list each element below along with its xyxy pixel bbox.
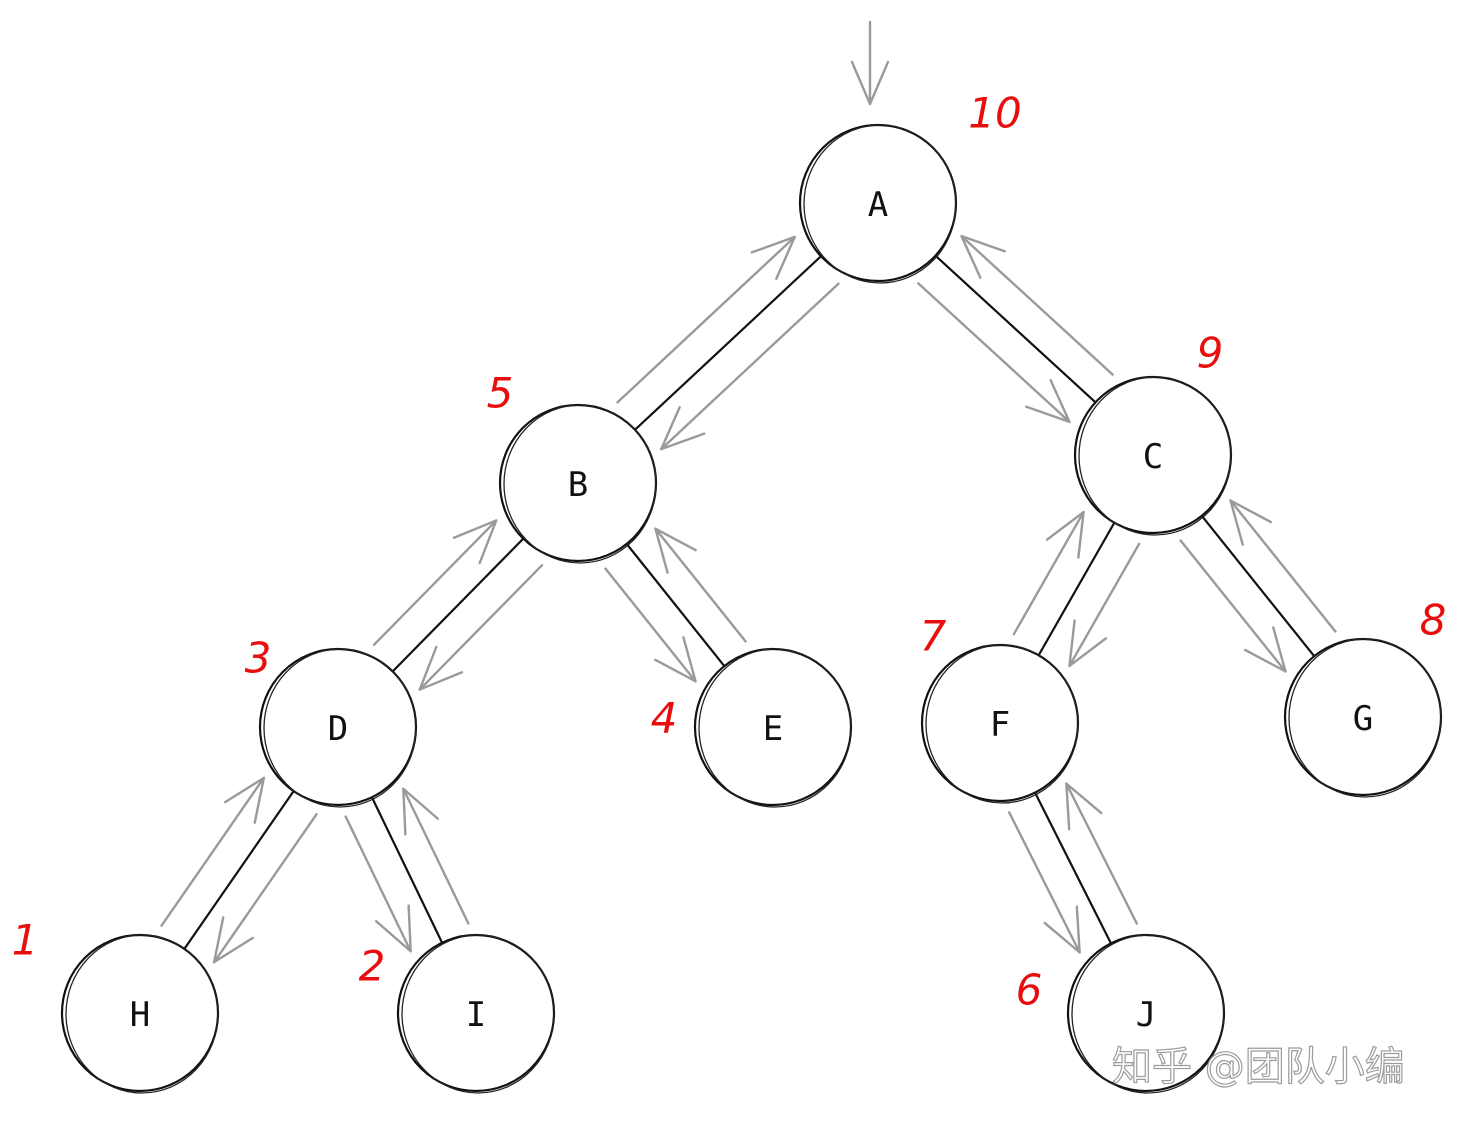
nodes-layer: A B C D E F G H I J — [60, 123, 1443, 1094]
node-label-H: H — [130, 995, 150, 1035]
arrow-up-D-I — [402, 787, 470, 925]
arrow-down-C-G — [1179, 539, 1287, 673]
arrow-up-A-B — [616, 235, 796, 404]
edge-D-I — [369, 792, 445, 948]
watermark: 知乎 @团队小编 — [1111, 1043, 1405, 1090]
node-D: D — [258, 647, 418, 808]
node-label-J: J — [1136, 995, 1156, 1035]
edge-F-J — [1032, 787, 1114, 949]
arrow-down-A-C — [917, 282, 1071, 424]
order-label-D: 3 — [245, 634, 272, 683]
order-label-F: 7 — [920, 612, 947, 661]
edge-A-B — [630, 252, 826, 434]
arrow-up-F-J — [1065, 782, 1139, 925]
node-label-C: C — [1143, 437, 1163, 477]
order-label-G: 8 — [1420, 596, 1447, 645]
order-label-E: 4 — [651, 694, 678, 743]
arrow-up-B-E — [654, 527, 747, 643]
node-F: F — [920, 643, 1080, 804]
edge-C-F — [1035, 518, 1118, 660]
order-label-C: 9 — [1197, 329, 1224, 378]
order-label-A: 10 — [968, 89, 1021, 138]
arrow-up-C-F — [1012, 510, 1085, 636]
arrow-down-B-E — [604, 567, 697, 683]
arrow-down-D-H — [212, 813, 318, 964]
arrow-entry-root — [850, 20, 890, 106]
edge-B-E — [623, 539, 728, 671]
node-label-A: A — [868, 185, 888, 225]
arrow-up-C-G — [1229, 499, 1337, 633]
arrow-down-B-D — [418, 564, 544, 691]
node-I: I — [396, 933, 556, 1094]
order-labels-layer: 10 5 9 3 4 7 8 1 2 6 — [12, 89, 1447, 1015]
order-label-H: 1 — [12, 916, 39, 965]
node-J: J — [1066, 933, 1226, 1094]
node-label-G: G — [1353, 699, 1373, 739]
arrow-up-B-D — [372, 519, 498, 646]
node-label-I: I — [466, 995, 486, 1035]
arrow-down-D-I — [344, 815, 412, 953]
node-label-B: B — [568, 465, 588, 505]
arrow-up-D-H — [160, 776, 266, 927]
node-label-E: E — [763, 709, 783, 749]
node-H: H — [60, 933, 220, 1094]
node-E: E — [693, 647, 853, 808]
arrow-down-F-J — [1007, 811, 1081, 954]
arrow-down-C-F — [1068, 542, 1141, 668]
order-label-I: 2 — [359, 942, 386, 991]
edge-D-H — [181, 786, 297, 954]
edge-C-G — [1198, 511, 1318, 661]
order-label-J: 6 — [1016, 966, 1043, 1015]
arrow-up-A-C — [960, 234, 1114, 376]
edges-layer — [181, 251, 1318, 954]
node-A: A — [798, 123, 958, 284]
order-label-B: 5 — [487, 369, 514, 418]
node-G: G — [1283, 637, 1443, 798]
edge-B-D — [388, 534, 528, 676]
arrow-down-A-B — [660, 282, 840, 451]
node-C: C — [1073, 375, 1233, 536]
node-label-D: D — [328, 709, 348, 749]
node-label-F: F — [990, 705, 1010, 745]
traversal-arrows-layer — [160, 20, 1337, 964]
node-B: B — [498, 403, 658, 564]
edge-A-C — [931, 251, 1100, 407]
